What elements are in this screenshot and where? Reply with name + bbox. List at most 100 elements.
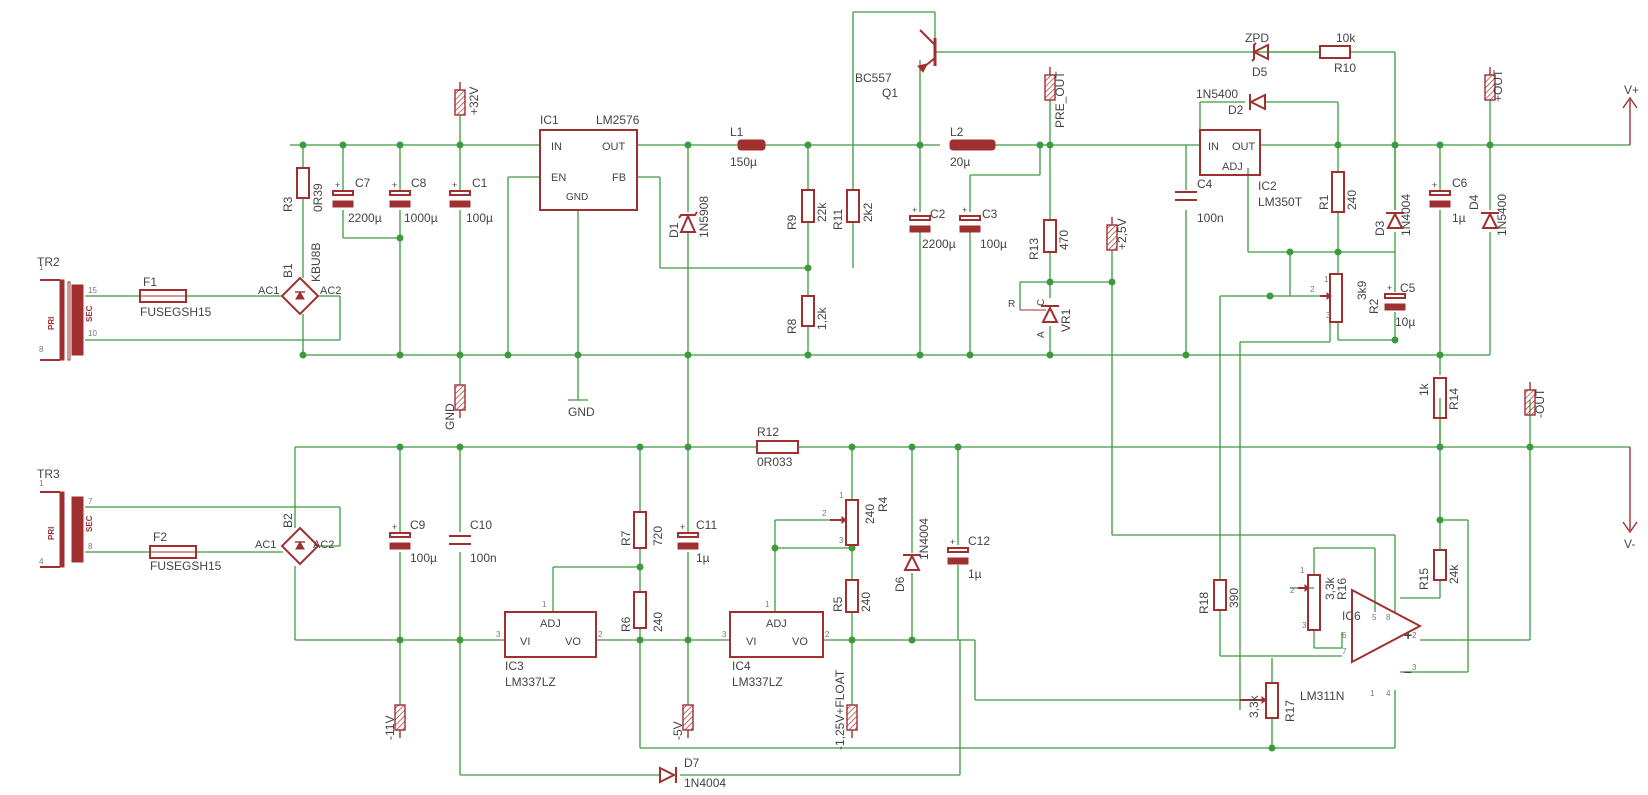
capacitor-c7[interactable]: + C7 2200µ: [332, 176, 382, 225]
resistor-r1[interactable]: R1 240: [1317, 171, 1359, 213]
supply-float[interactable]: -1,25V+FLOAT: [833, 669, 858, 750]
capacitor-c6[interactable]: + C6 1µ: [1429, 176, 1468, 225]
r13-value: 470: [1057, 230, 1071, 250]
supply-plus-2v5[interactable]: +2,5V: [1106, 217, 1129, 251]
resistor-r14[interactable]: 1k R14: [1417, 377, 1461, 419]
r11-name: R11: [831, 209, 845, 230]
resistor-r3[interactable]: R3 0R39: [281, 167, 325, 212]
resistor-r18[interactable]: R18 390: [1197, 579, 1241, 614]
resistor-r15[interactable]: R15 24k: [1417, 549, 1461, 590]
capacitor-c10[interactable]: C10 100n: [449, 518, 497, 565]
resistor-r12[interactable]: R12 0R033: [756, 425, 799, 469]
supply-v-plus[interactable]: V+: [1622, 83, 1639, 145]
r10-name: R10: [1334, 61, 1356, 75]
supply-minus-11v[interactable]: -11V: [383, 704, 406, 740]
b1-ac2: AC2: [320, 285, 341, 297]
capacitor-c1[interactable]: + C1 100µ: [449, 176, 493, 225]
capacitor-c5[interactable]: + C5 10µ: [1384, 281, 1416, 329]
resistor-r7[interactable]: R7 720: [619, 511, 665, 549]
svg-text:+: +: [1432, 180, 1437, 190]
regulator-ic2[interactable]: IN OUT ADJ IC2 LM350T: [1199, 129, 1303, 209]
r1-name: R1: [1317, 194, 1331, 210]
r15-name: R15: [1417, 568, 1431, 590]
trimmer-r17[interactable]: 3,3k R17: [1240, 682, 1297, 722]
resistor-r9[interactable]: R9 22k: [785, 189, 829, 230]
diode-d4[interactable]: D4 1N5400: [1467, 194, 1509, 236]
supply-v-minus[interactable]: V-: [1622, 447, 1638, 551]
tr2-pri: PRI: [47, 317, 56, 330]
resistor-r6[interactable]: R6 240: [619, 591, 665, 632]
transistor-q1[interactable]: BC557 Q1: [855, 29, 937, 100]
regulator-ic1[interactable]: IC1 LM2576 IN OUT EN FB GND: [539, 113, 640, 211]
r4-value: 240: [863, 504, 877, 524]
capacitor-c3[interactable]: + C3 100µ: [959, 205, 1007, 251]
supply-minus-out[interactable]: -OUT: [1524, 382, 1547, 418]
diode-d3[interactable]: D3 1N4004: [1373, 194, 1413, 236]
transformer-tr3[interactable]: TR3 1 4 7 8 PRI SEC: [37, 467, 94, 568]
ic3-vi: VI: [520, 636, 530, 648]
fuse-f2[interactable]: F2 FUSEGSH15: [149, 530, 222, 573]
supply-plus-32v[interactable]: +32V: [454, 82, 481, 116]
tr3-pin: 8: [88, 542, 93, 551]
diode-d5[interactable]: ZPD D5: [1245, 31, 1320, 79]
b1-value: KBU8B: [309, 243, 323, 282]
supply-plus-out[interactable]: +OUT: [1484, 67, 1505, 102]
inductor-l1[interactable]: L1 150µ: [730, 125, 766, 169]
c12-name: C12: [968, 534, 990, 548]
svg-text:4: 4: [1386, 689, 1391, 698]
r16-name: R16: [1335, 578, 1349, 600]
r12-value: 0R033: [757, 455, 793, 469]
tr2-sec: SEC: [85, 305, 94, 322]
junctions: [299, 141, 1534, 752]
resistor-r13[interactable]: R13 470: [1027, 219, 1071, 260]
supply-minus-5v[interactable]: -5V: [671, 704, 694, 740]
diode-d2[interactable]: 1N5400 D2: [1196, 87, 1266, 117]
r5-value: 240: [859, 592, 873, 612]
resistor-r8[interactable]: R8 1,2k: [785, 295, 829, 334]
resistor-r5[interactable]: R5 240: [831, 579, 873, 613]
resistor-r10[interactable]: 10k R10: [1319, 31, 1356, 75]
supply-gnd-plug[interactable]: GND: [443, 384, 466, 430]
bridge-b1[interactable]: B1 KBU8B AC1 AC2: [258, 243, 341, 316]
supply-pre-out[interactable]: PRE_OUT: [1044, 67, 1067, 128]
ic4-vo: VO: [792, 636, 808, 648]
r3-value: 0R39: [311, 183, 325, 212]
c6-value: 1µ: [1452, 211, 1466, 225]
transformer-tr2[interactable]: TR2 1 8 15 10 PRI SEC: [37, 255, 97, 361]
ic4-adj: ADJ: [766, 618, 787, 630]
pout-label: +OUT: [1491, 69, 1505, 102]
resistor-r11[interactable]: R11 2k2: [831, 189, 875, 230]
c6-name: C6: [1452, 176, 1468, 190]
ic4-value: LM337LZ: [732, 675, 783, 689]
trimmer-r2[interactable]: R2 3k9 123: [1310, 273, 1381, 323]
trimmer-r16[interactable]: 123 3,3k R16: [1290, 566, 1349, 631]
trimmer-r4[interactable]: 123 240 R4: [822, 491, 890, 546]
r16-value: 3,3k: [1323, 576, 1337, 600]
capacitor-c11[interactable]: + C11 1µ: [677, 518, 717, 565]
d5-name: D5: [1252, 65, 1268, 79]
capacitor-c9[interactable]: + C9 100µ: [389, 518, 437, 565]
d3-name: D3: [1373, 220, 1387, 236]
capacitor-c12[interactable]: + C12 1µ: [947, 534, 990, 581]
svg-text:1: 1: [839, 491, 844, 500]
c5-name: C5: [1400, 281, 1416, 295]
capacitor-c4[interactable]: C4 100n: [1175, 177, 1224, 225]
capacitor-c2[interactable]: + C2 2200µ: [909, 205, 956, 251]
reference-vr1[interactable]: R C A VR1: [1008, 299, 1073, 338]
inductor-l2[interactable]: L2 20µ: [949, 125, 996, 169]
ic4-name: IC4: [732, 659, 751, 673]
r13-name: R13: [1027, 238, 1041, 260]
f2-name: F2: [153, 530, 167, 544]
tr3-pin: 4: [39, 557, 44, 566]
capacitor-c8[interactable]: + C8 1000µ: [389, 176, 438, 225]
diode-d6[interactable]: D6 1N4004: [893, 518, 931, 592]
diode-d7[interactable]: D7 1N4004: [659, 756, 726, 790]
diode-d1[interactable]: D1 1N5908: [667, 196, 711, 238]
svg-text:2: 2: [598, 630, 603, 639]
d4-value: 1N5400: [1495, 194, 1509, 236]
fuse-f1[interactable]: F1 FUSEGSH15: [139, 275, 212, 319]
bridge-b2[interactable]: B2 AC1 AC2: [255, 513, 334, 566]
